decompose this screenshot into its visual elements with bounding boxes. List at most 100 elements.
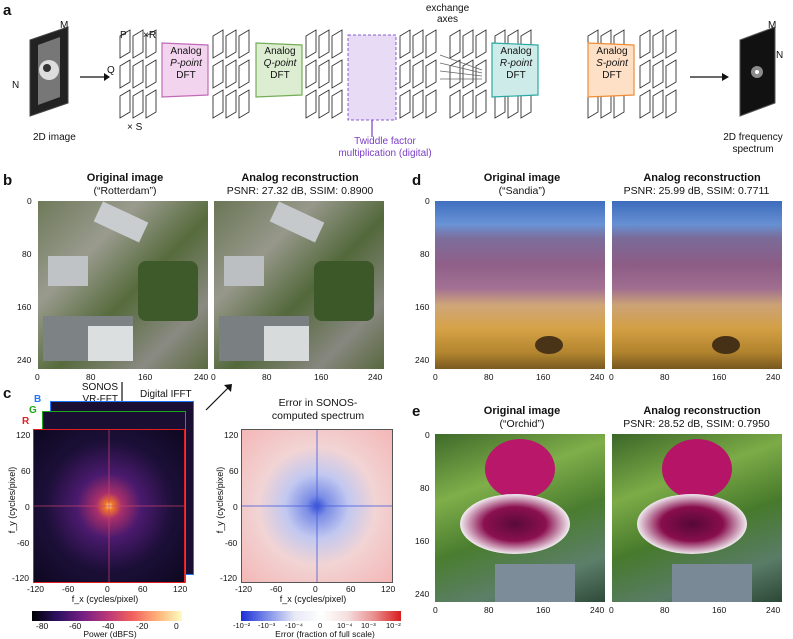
exchange-line-0 [439, 54, 483, 71]
grid-stack-1 [238, 29, 250, 59]
grid-stack-4 [449, 29, 461, 59]
dft-box-shape-2 [491, 42, 539, 98]
grid-stack-4 [475, 59, 487, 89]
error-xlabel: f_x (cycles/pixel) [279, 594, 347, 604]
e-ytick-1: 80 [420, 483, 430, 493]
e-xtick-3: 240 [590, 605, 605, 615]
grid-stack-2 [318, 59, 330, 89]
spec-ytick-1: 60 [21, 466, 31, 476]
spectrum-ylabel: f_y (cycles/pixel) [7, 466, 17, 534]
channel-r-label: R [22, 416, 30, 427]
d-recon-metrics: PSNR: 25.99 dB, SSIM: 0.7711 [623, 185, 770, 197]
grid-stack-3 [399, 59, 411, 89]
grid-stack-0 [145, 29, 157, 59]
spectrum-layer-r [33, 429, 185, 583]
dft-box-s: Analog S-point DFT [588, 46, 636, 82]
cb2-tick-6: 10⁻² [386, 621, 401, 630]
dim-m-label: M [60, 20, 69, 31]
d-xtick-r2: 160 [712, 372, 727, 382]
b-ytick-2: 160 [17, 302, 32, 312]
grid-stack-2 [305, 89, 317, 119]
grid-stack-1 [238, 59, 250, 89]
panel-label-e: e [412, 403, 421, 420]
d-ytick-3: 240 [415, 355, 430, 365]
e-xtick-r2: 160 [712, 605, 727, 615]
panel-label-c: c [3, 385, 12, 402]
out-dim-m: M [768, 20, 777, 31]
spec-ytick-3: -60 [17, 538, 30, 548]
exchange-line-1 [439, 62, 483, 74]
twiddle-region [347, 34, 397, 121]
dim-q-label: Q [107, 65, 115, 76]
panel-label-a: a [3, 2, 12, 19]
grid-stack-2 [331, 29, 343, 59]
d-orig-name: (“Sandia”) [498, 185, 546, 197]
d-ytick-2: 160 [415, 302, 430, 312]
err-ytick-1: 60 [229, 466, 239, 476]
spec-xtick-0: -120 [27, 584, 45, 594]
output-caption: 2D frequency spectrum [723, 132, 783, 155]
e-ytick-0: 0 [425, 430, 430, 440]
exchange-line-2 [439, 70, 483, 77]
grid-stack-3 [425, 29, 437, 59]
e-recon-metrics: PSNR: 28.52 dB, SSIM: 0.7950 [623, 418, 770, 430]
grid-stack-0 [145, 59, 157, 89]
input-caption: 2D image [33, 132, 76, 143]
cb1-label: Power (dBFS) [83, 629, 137, 639]
grid-stack-1 [225, 89, 237, 119]
sonos-line2: VR-FFT [82, 394, 118, 405]
twiddle-label: Twiddle factor multiplication (digital) [338, 136, 432, 159]
dim-n-label: N [12, 80, 20, 91]
ifft-label: Digital IFFT [140, 389, 192, 400]
grid-stack-3 [412, 29, 424, 59]
cb1-tick-3: -20 [136, 621, 149, 631]
e-xtick-2: 160 [536, 605, 551, 615]
grid-stack-0 [119, 89, 131, 119]
channel-b-label: B [34, 394, 42, 405]
e-xtick-0: 0 [433, 605, 438, 615]
grid-stack-2 [318, 89, 330, 119]
d-orig-title: Original image [483, 172, 561, 184]
cb1-tick-4: 0 [174, 621, 179, 631]
colorbar-power [32, 611, 182, 621]
grid-stack-4 [449, 59, 461, 89]
out-dim-n: N [776, 50, 784, 61]
spec-xtick-3: 60 [138, 584, 148, 594]
arrow-in [80, 73, 110, 81]
e-orig-name: (“Orchid”) [499, 418, 545, 430]
grid-stack-0 [145, 89, 157, 119]
d-xtick-r3: 240 [766, 372, 781, 382]
b-xtick-r0: 0 [211, 372, 216, 382]
spec-ytick-4: -120 [12, 573, 30, 583]
spectrum-vertical-streak [108, 430, 110, 582]
error-title-2: computed spectrum [271, 410, 365, 422]
err-xtick-1: -60 [270, 584, 283, 594]
cb2-tick-1: -10⁻³ [258, 621, 276, 630]
d-recon-title: Analog reconstruction [643, 172, 761, 184]
grid-stack-0 [132, 59, 144, 89]
err-xtick-2: 0 [313, 584, 318, 594]
b-xtick-0: 0 [35, 372, 40, 382]
grid-stack-1 [238, 89, 250, 119]
dft-p-line2: P-point [170, 58, 202, 69]
b-xtick-r3: 240 [368, 372, 383, 382]
grid-stack-0 [119, 29, 131, 59]
cb2-tick-2: -10⁻⁴ [285, 621, 304, 630]
times-r-label: ×R [143, 30, 157, 41]
error-horizontal-streak [242, 505, 392, 507]
grid-stack-7 [665, 59, 677, 89]
e-xtick-r0: 0 [609, 605, 614, 615]
cb1-tick-2: -40 [102, 621, 115, 631]
e-ytick-2: 160 [415, 536, 430, 546]
grid-stack-1 [225, 29, 237, 59]
d-xtick-r0: 0 [609, 372, 614, 382]
rotterdam-original-image [38, 201, 208, 369]
d-xtick-0: 0 [433, 372, 438, 382]
err-xtick-4: 120 [381, 584, 396, 594]
d-xtick-3: 240 [590, 372, 605, 382]
dft-q-line2: Q-point [263, 58, 297, 69]
b-xtick-3: 240 [194, 372, 209, 382]
channel-g-label: G [29, 405, 37, 416]
err-xtick-0: -120 [235, 584, 253, 594]
sandia-original-image [435, 201, 605, 369]
